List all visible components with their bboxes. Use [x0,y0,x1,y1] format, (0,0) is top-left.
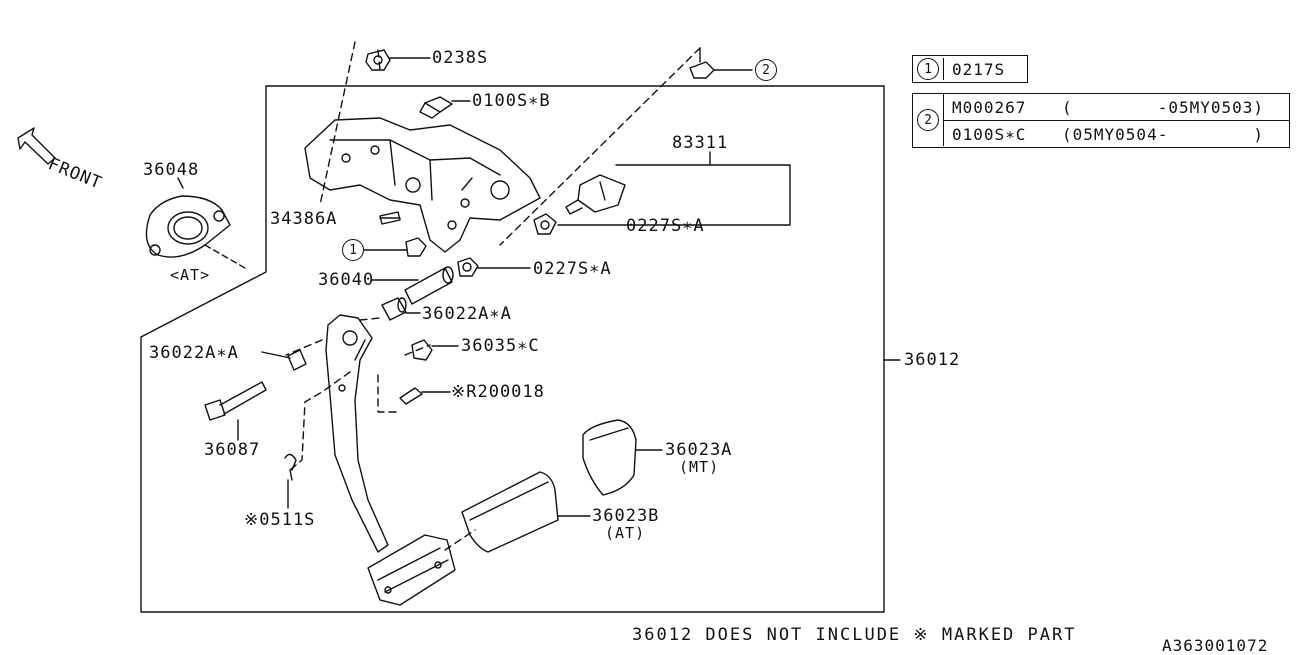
legend-2-row-1: M000267 ( -05MY0503) [944,94,1289,121]
legend-1-num: 1 [913,58,944,80]
nut-0238S [365,49,391,71]
legend-2-rows: M000267 ( -05MY0503) 0100S∗C (05MY0504- … [944,94,1289,147]
label-R200018: ※R200018 [451,382,545,402]
legend-2-row-2-range: (05MY0504- ) [1062,124,1265,144]
clip-36035C [411,339,433,361]
legend-1-part: 0217S [952,59,1006,79]
label-36040: 36040 [318,270,375,290]
part-36048-flange [145,177,246,269]
legend-box-1: 1 0217S [912,55,1028,83]
label-0238S: 0238S [432,48,489,68]
label-0511S: ※0511S [244,510,316,530]
label-36048: 36048 [143,160,200,180]
clip-0511S [284,453,297,481]
bolt-0100SB [419,96,453,119]
pedal-arm [325,314,389,553]
legend-2-row-2: 0100S∗C (05MY0504- ) [944,121,1289,147]
bushing-36022AA-1 [381,297,407,321]
label-at-36048: <AT> [170,266,211,284]
nut-callout-1 [405,237,427,257]
pad-36023A [582,419,637,496]
legend-2-circle: 2 [917,109,939,131]
label-36035C: 36035∗C [461,336,540,356]
callout-1-marker: 1 [342,239,364,261]
label-36087: 36087 [204,440,261,460]
pedal-pad [367,534,456,606]
label-34386A: 34386A [270,209,338,229]
label-36022AA-1: 36022A∗A [422,304,512,324]
legend-2-row-2-part: 0100S∗C [952,124,1027,144]
bolt-34386A [379,211,401,225]
legend-box-2: 2 M000267 ( -05MY0503) 0100S∗C (05MY0504… [912,93,1290,148]
label-36022AA-2: 36022A∗A [149,343,239,363]
label-83311: 83311 [672,133,729,153]
label-0100SB: 0100S∗B [472,91,551,111]
legend-1-circle: 1 [917,58,939,80]
front-arrow-icon [17,127,56,165]
label-36012: 36012 [904,350,961,370]
bolt-R200018 [399,387,423,405]
label-at-36023B: (AT) [605,524,646,542]
label-0227SA-2: 0227S∗A [533,259,612,279]
label-mt: (MT) [679,458,720,476]
legend-2-row-1-part: M000267 [952,97,1027,117]
legend-2-row-1-range: ( -05MY0503) [1062,97,1265,117]
label-0227SA-1: 0227S∗A [626,216,705,236]
nut-0227SA-2 [457,257,479,277]
sleeve-36040 [404,266,454,305]
label-36023A: 36023A [665,440,733,460]
legend-2-num: 2 [913,94,944,146]
nut-0227SA-1 [533,213,557,235]
bushing-36022AA-2 [287,349,307,371]
pedal-bracket [304,117,541,253]
bolt-top-right [689,47,715,79]
footer-note: 36012 DOES NOT INCLUDE ※ MARKED PART [632,625,1077,645]
label-36023B: 36023B [592,506,660,526]
switch-83311 [565,174,626,215]
bolt-36087 [204,381,267,421]
guide-lines [285,41,701,551]
diagram-id: A363001072 [1162,636,1269,655]
pad-36023B [461,471,559,553]
callout-2-marker: 2 [755,59,777,81]
assembly-boundary [140,85,885,613]
leader-lines [237,57,901,517]
